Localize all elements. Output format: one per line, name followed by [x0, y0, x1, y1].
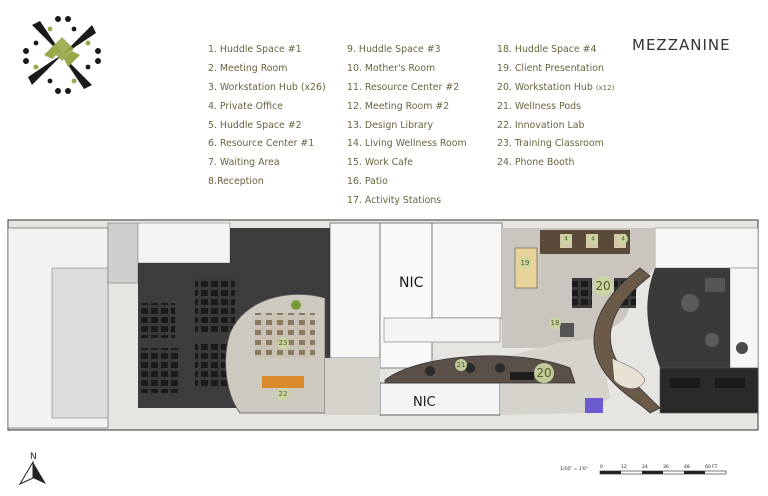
scale-tick: 48 [684, 464, 690, 470]
marker-23: 23 [277, 337, 289, 349]
marker-label: 4 [564, 236, 568, 243]
marker-label: 20 [595, 279, 610, 293]
brand-logo-icon [23, 16, 101, 94]
legend-item: 18. Huddle Space #4 [497, 44, 597, 55]
lounge-zone [647, 268, 759, 414]
legend-item: 10. Mother's Room [347, 62, 436, 74]
floor-title: MEZZANINE [632, 36, 731, 54]
marker-20-upper: 20 [593, 276, 613, 296]
scale-tick: 24 [642, 464, 648, 470]
legend-item: 7. Waiting Area [208, 157, 280, 169]
floor-plan: NIC NIC 23 22 21 20 20 19 18 4 4 4 [7, 219, 759, 431]
marker-label: 22 [279, 390, 288, 398]
legend-item: 19. Client Presentation [497, 62, 604, 74]
marker-18: 18 [549, 317, 561, 329]
legend-item: 13. Design Library [347, 119, 434, 131]
legend-item: 14. Living Wellness Room [347, 138, 467, 150]
marker-label: 21 [457, 361, 466, 369]
marker-label: 19 [521, 259, 530, 267]
legend-item: 24. Phone Booth [497, 157, 575, 169]
marker-label: 23 [279, 339, 288, 347]
legend-column-3: 18. Huddle Space #4 19. Client Presentat… [497, 41, 614, 173]
legend-item: 21. Wellness Pods [497, 100, 581, 112]
legend-item: 20. Workstation Hub (x12) [497, 79, 614, 98]
scale-bar: 1/16" = 1'0" 0 12 24 36 48 60 FT [560, 464, 727, 475]
legend-item: 8.Reception [208, 176, 264, 188]
marker-4b: 4 [588, 234, 598, 244]
legend-item: 3. Workstation Hub (x26) [208, 81, 326, 93]
legend-item: 15. Work Cafe [347, 157, 413, 169]
legend-item: 17. Activity Stations [347, 195, 442, 207]
marker-label: 18 [551, 319, 560, 327]
scale-tick: 0 [600, 464, 603, 470]
legend-item: 2. Meeting Room [208, 62, 288, 74]
legend-item: 16. Patio [347, 176, 388, 188]
legend-item-text: 20. Workstation Hub [497, 81, 593, 93]
marker-4a: 4 [561, 234, 571, 244]
scale-tick: 12 [621, 464, 627, 470]
scale-tick: 60 FT [705, 464, 718, 470]
legend-column-1: 1. Huddle Space #1 2. Meeting Room 3. Wo… [208, 41, 326, 192]
north-label: N [30, 452, 37, 462]
legend-item: 22. Innovation Lab [497, 119, 585, 131]
marker-label: 4 [621, 236, 625, 243]
marker-label: 20 [536, 366, 551, 380]
legend-item: 1. Huddle Space #1 [208, 44, 302, 55]
legend-item: 6. Resource Center #1 [208, 138, 315, 150]
nic-label-lower: NIC [413, 395, 436, 410]
training-classroom [225, 293, 326, 414]
north-arrow-icon: N [18, 452, 46, 486]
legend-item: 23. Training Classroom [497, 138, 604, 150]
legend-item-suffix: (x12) [595, 83, 615, 92]
legend-item: 12. Meeting Room #2 [347, 100, 450, 112]
scale-tick: 36 [663, 464, 669, 470]
legend-item: 4. Private Office [208, 100, 283, 112]
lobby-floor [325, 338, 610, 415]
marker-20-lower: 20 [534, 363, 554, 383]
marker-22: 22 [277, 388, 289, 400]
marker-4c: 4 [618, 234, 628, 244]
legend-item: 9. Huddle Space #3 [347, 44, 441, 55]
legend-column-2: 9. Huddle Space #3 10. Mother's Room 11.… [347, 41, 467, 211]
feature-stair [585, 267, 661, 414]
legend-item: 11. Resource Center #2 [347, 81, 460, 93]
marker-19: 19 [519, 257, 531, 269]
wellness-pods [384, 355, 576, 384]
legend-item: 5. Huddle Space #2 [208, 119, 302, 131]
nic-label-upper: NIC [399, 275, 424, 291]
marker-21: 21 [455, 359, 467, 371]
marker-label: 4 [591, 236, 595, 243]
scale-label: 1/16" = 1'0" [560, 466, 588, 472]
